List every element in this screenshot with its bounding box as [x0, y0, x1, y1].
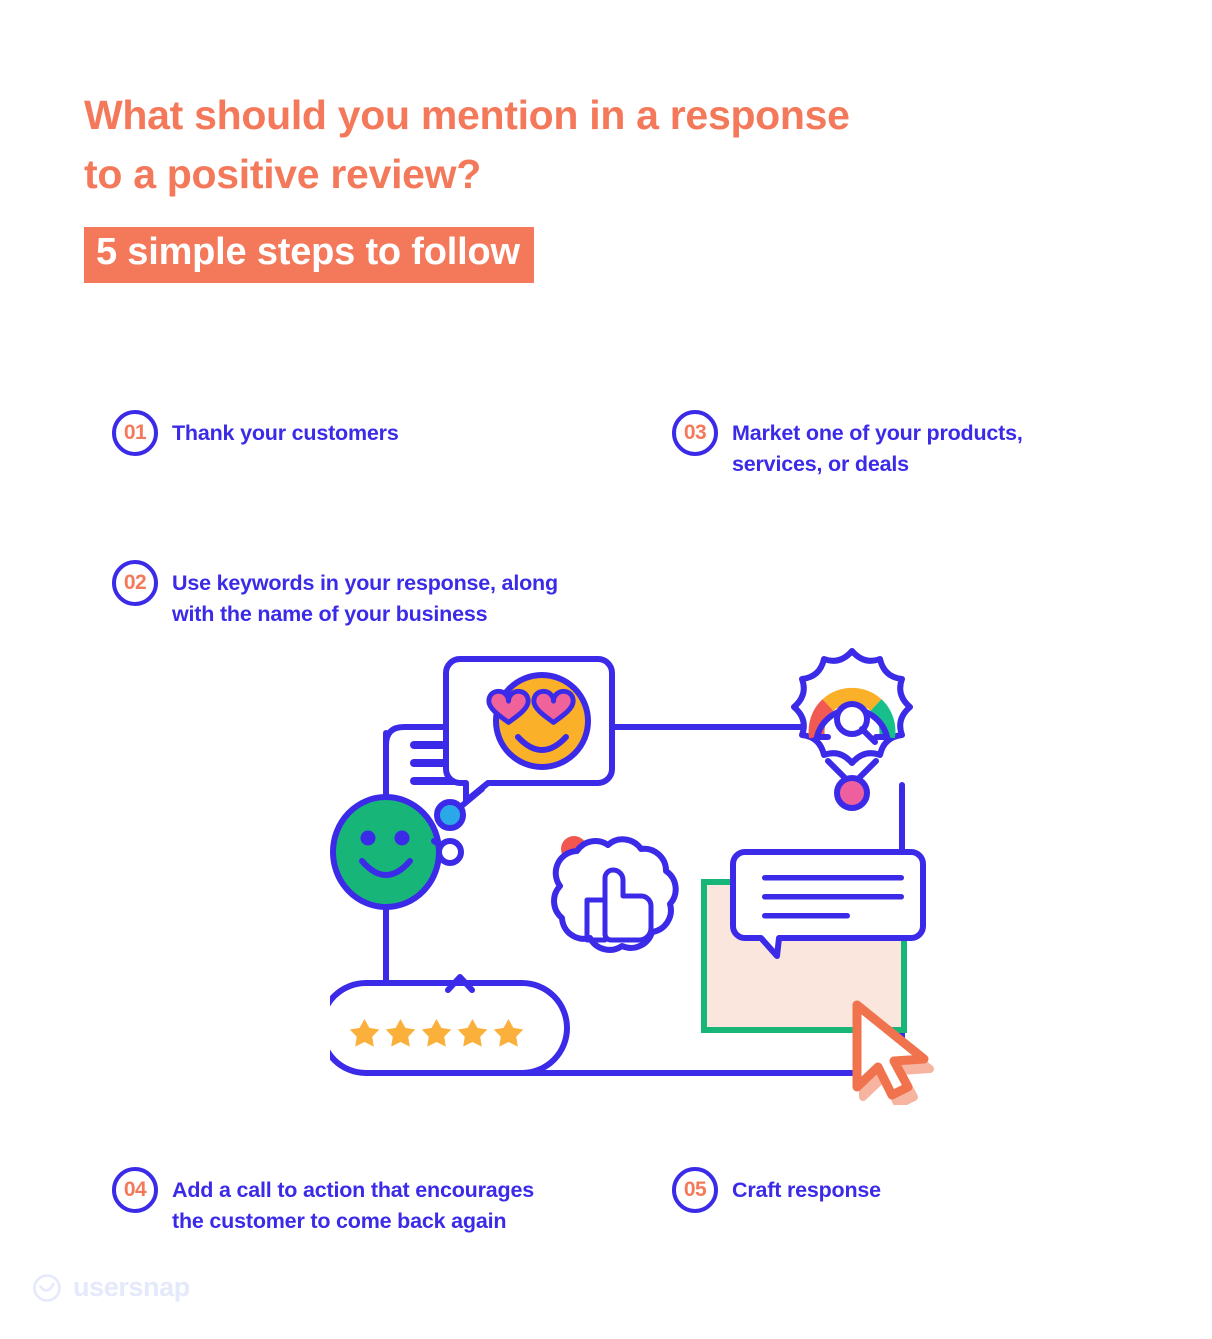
step-item-02: 02 Use keywords in your response, along …: [112, 560, 652, 629]
step-item-05: 05 Craft response: [672, 1167, 1092, 1213]
chat-bubble-with-text-lines: [730, 849, 926, 959]
five-star-rating-pill: [330, 974, 570, 1076]
step-label: Market one of your products, services, o…: [732, 421, 1023, 476]
chat-line: [762, 894, 904, 900]
pink-dot-node: [834, 775, 870, 811]
star-icon: [385, 1019, 416, 1047]
subtitle-container: 5 simple steps to follow: [84, 226, 1064, 283]
star-icon: [349, 1019, 380, 1047]
step-label: Craft response: [732, 1178, 881, 1202]
chat-line: [762, 913, 850, 919]
step-label: Use keywords in your response, along wit…: [172, 571, 558, 626]
heart-eyes-emoji-speech-bubble: [443, 656, 615, 812]
star-icon: [421, 1019, 452, 1047]
step-number-badge: 03: [672, 410, 718, 456]
star-group: [349, 1019, 524, 1047]
step-number-badge: 01: [112, 410, 158, 456]
step-item-03: 03 Market one of your products, services…: [672, 410, 1112, 479]
step-item-04: 04 Add a call to action that encourages …: [112, 1167, 642, 1236]
smiley-circle-icon: [33, 1273, 61, 1302]
sunburst-badge-gauge-icon: [791, 648, 913, 788]
step-label: Thank your customers: [172, 421, 399, 445]
step-number-badge: 05: [672, 1167, 718, 1213]
usersnap-logo: usersnap: [32, 1272, 190, 1303]
cursor-arrow: [852, 1000, 934, 1105]
step-item-01: 01 Thank your customers: [112, 410, 632, 456]
green-smiley-face: [330, 794, 464, 910]
subtitle-highlight: 5 simple steps to follow: [84, 226, 534, 283]
blue-dot-node: [434, 799, 466, 831]
star-icon: [493, 1019, 524, 1047]
thumbs-up-scalloped-icon: [551, 836, 679, 953]
illustration-diagram: .bl { stroke:#3B2BE8; fill:none; stroke-…: [330, 645, 955, 1105]
step-number-badge: 04: [112, 1167, 158, 1213]
page-title: What should you mention in a response to…: [84, 92, 850, 198]
step-number-badge: 02: [112, 560, 158, 606]
step-label: Add a call to action that encourages the…: [172, 1178, 534, 1233]
header: What should you mention in a response to…: [84, 86, 1064, 283]
brand-name: usersnap: [73, 1272, 190, 1302]
star-icon: [457, 1019, 488, 1047]
chat-line: [762, 875, 904, 881]
